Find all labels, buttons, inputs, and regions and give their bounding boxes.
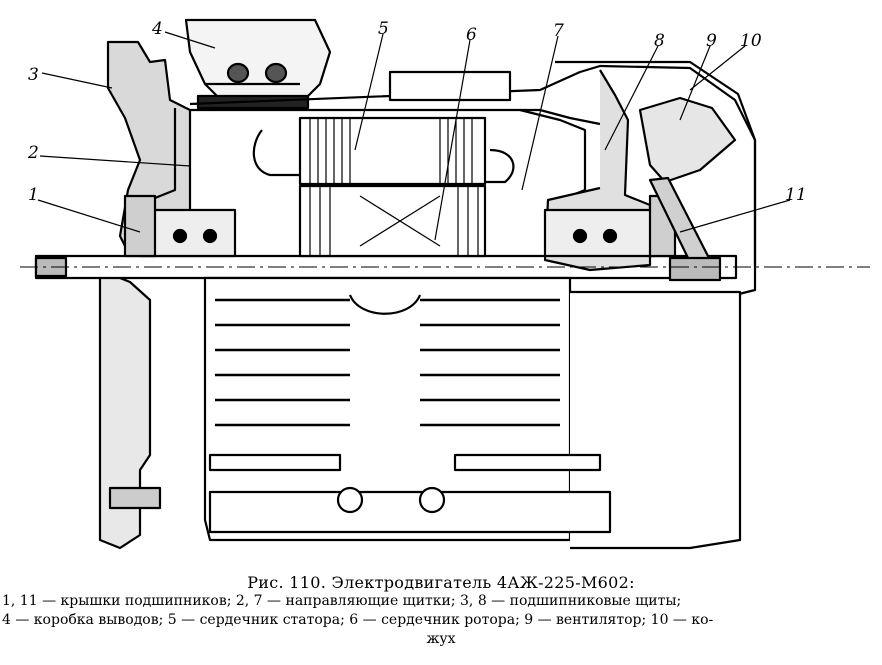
callout-5: 5 xyxy=(378,19,389,39)
terminal-box xyxy=(184,18,332,106)
fan-cover xyxy=(555,60,757,297)
bearing-right xyxy=(543,208,657,258)
housing-body xyxy=(203,276,572,542)
caption-line-2: 4 — коробка выводов; 5 — сердечник стато… xyxy=(2,612,714,628)
callout-1: 1 xyxy=(28,185,39,205)
callout-8: 8 xyxy=(654,31,665,51)
callout-9: 9 xyxy=(706,31,717,51)
bearing-cap-left xyxy=(123,194,157,258)
flange-left-lower xyxy=(98,268,152,550)
callout-11: 11 xyxy=(785,185,807,205)
stator-core xyxy=(298,116,487,186)
caption-title: Рис. 110. Электродвигатель 4АЖ-225-М602: xyxy=(247,573,635,592)
fan xyxy=(638,96,737,184)
figure-caption: Рис. 110. Электродвигатель 4АЖ-225-М602:… xyxy=(0,573,882,649)
rotor-core xyxy=(298,184,487,258)
motor-drawing: 1 2 3 4 5 6 7 8 9 10 11 xyxy=(20,18,870,550)
caption-line-1: 1, 11 — крышки подшипников; 2, 7 — напра… xyxy=(2,593,682,609)
callout-3: 3 xyxy=(28,65,39,85)
callout-6: 6 xyxy=(466,25,477,45)
mounting-foot xyxy=(208,490,612,534)
callout-2: 2 xyxy=(27,143,39,163)
callout-10: 10 xyxy=(740,31,762,51)
callout-4: 4 xyxy=(151,19,163,39)
caption-line-3: жух xyxy=(426,631,456,647)
guide-shield-left xyxy=(149,108,177,202)
callout-7: 7 xyxy=(553,21,564,41)
